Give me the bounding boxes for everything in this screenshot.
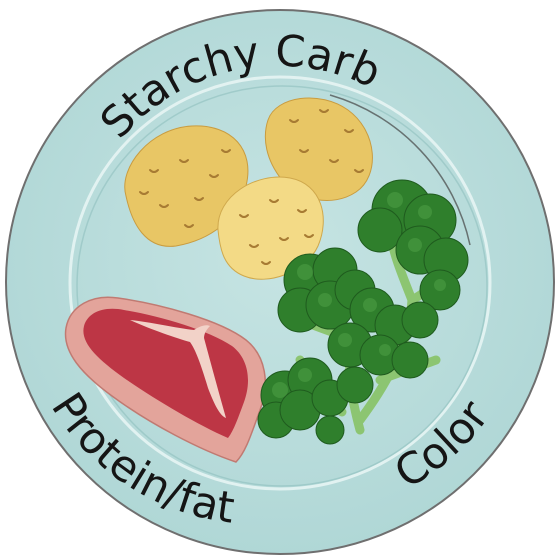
plate <box>6 10 554 554</box>
